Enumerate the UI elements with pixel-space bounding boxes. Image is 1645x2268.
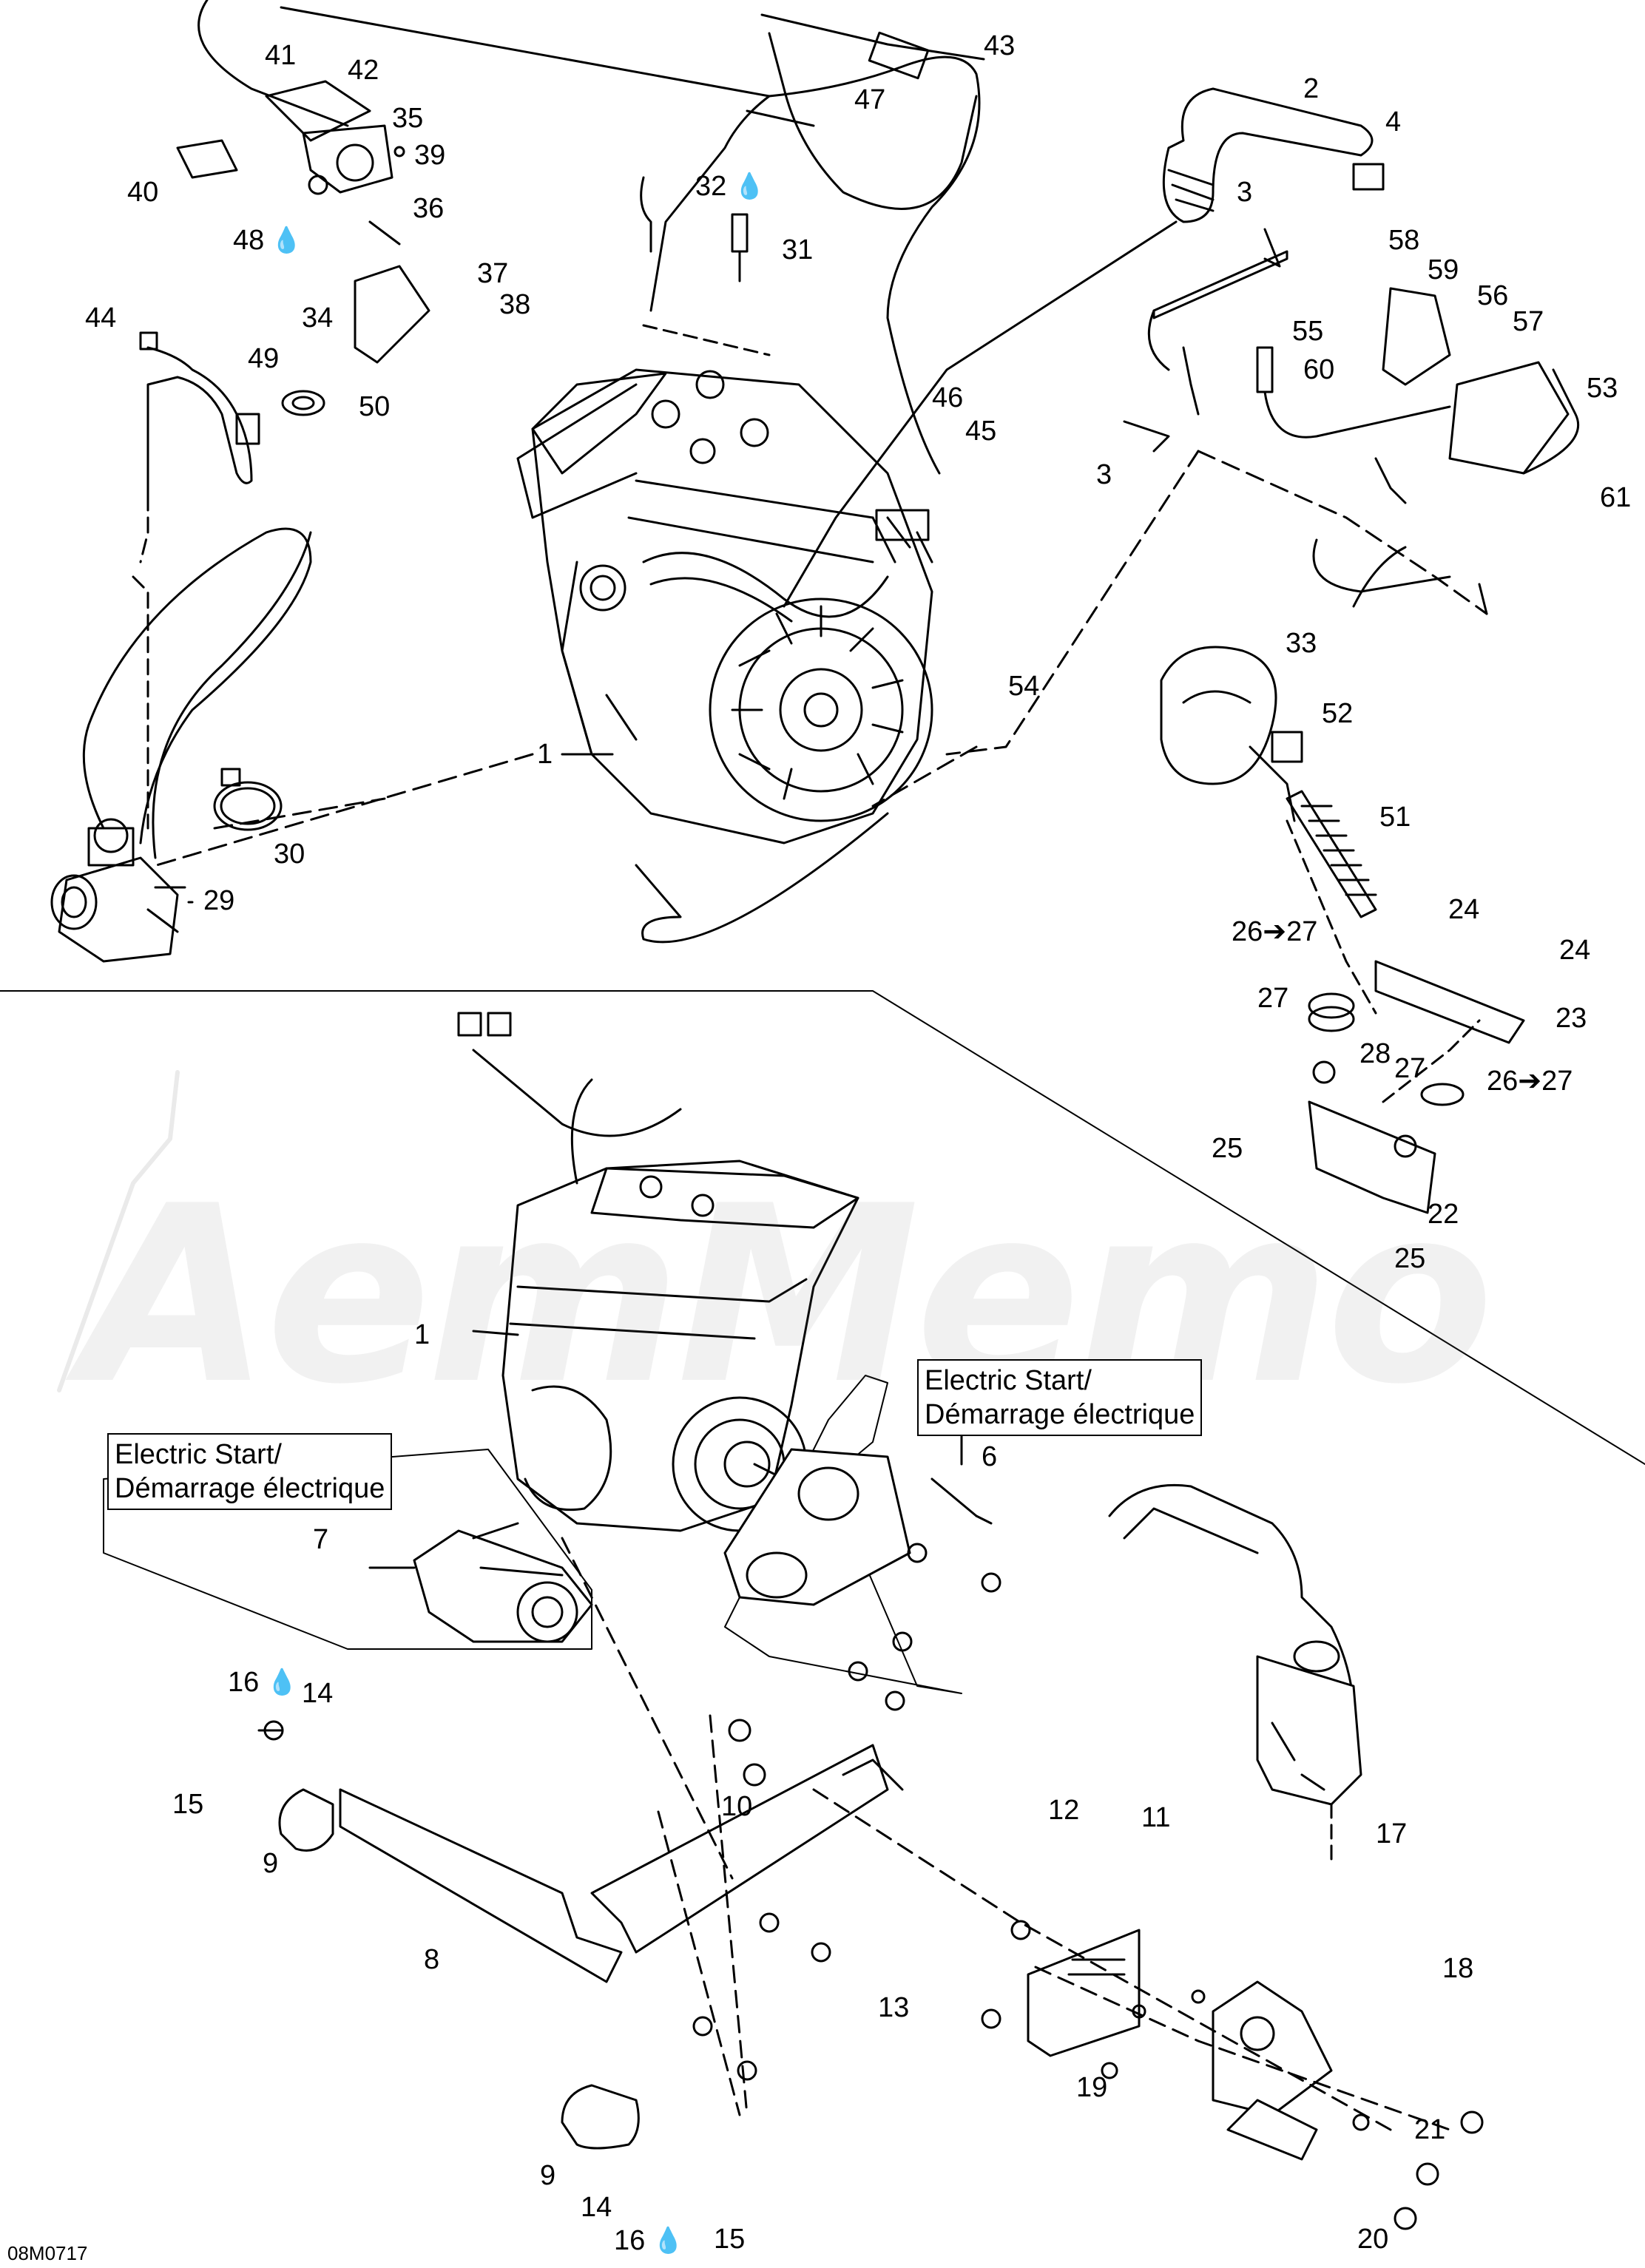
electric-start-left-line1: Electric Start/ — [115, 1439, 282, 1470]
electric-starter-left — [103, 1449, 593, 1650]
callout-55: 55 — [1292, 316, 1324, 347]
electric-start-note-right: Electric Start/ Démarrage électrique — [917, 1359, 1203, 1436]
callout-47: 47 — [854, 84, 886, 115]
callout-40: 40 — [127, 177, 159, 208]
callout-57: 57 — [1513, 306, 1544, 337]
callout-18: 18 — [1442, 1953, 1474, 1984]
callout-25b: 25 — [1394, 1243, 1426, 1274]
callout-51: 51 — [1379, 802, 1411, 833]
document-code: 08M0717 — [7, 2242, 88, 2264]
callout-11: 11 — [1141, 1802, 1171, 1833]
hoses-right — [1123, 87, 1580, 615]
callout-33: 33 — [1286, 628, 1317, 659]
callout-14-upper: 14 — [302, 1678, 334, 1709]
callout-43: 43 — [984, 30, 1016, 61]
bracket-34-42 — [176, 80, 430, 364]
callout-49: 49 — [248, 343, 280, 374]
carburetor-upper — [50, 472, 312, 963]
callout-39: 39 — [414, 140, 446, 171]
lower-mount-assembly — [257, 1537, 1484, 2230]
callout-13: 13 — [878, 1992, 910, 2023]
callout-42: 42 — [348, 55, 379, 86]
callout-44: 44 — [85, 302, 117, 334]
callout-36: 36 — [413, 193, 445, 224]
callout-7: 7 — [313, 1524, 329, 1555]
callout-59: 59 — [1428, 254, 1459, 285]
engine-upper-drawing — [516, 368, 933, 844]
callout-54: 54 — [1008, 671, 1040, 702]
callout-27a: 27 — [1257, 983, 1289, 1014]
recoil-handle-group — [1160, 646, 1377, 1015]
callout-15-lower: 15 — [714, 2224, 746, 2255]
callout-17: 17 — [1376, 1818, 1408, 1849]
callout-12: 12 — [1048, 1795, 1080, 1826]
callout-52: 52 — [1322, 698, 1354, 729]
section-divider — [0, 990, 1645, 1465]
callout-23: 23 — [1556, 1003, 1587, 1034]
callout-3a: 3 — [1237, 177, 1253, 208]
callout-29: 29 — [203, 885, 235, 916]
callout-15-upper: 15 — [172, 1789, 204, 1820]
callout-34: 34 — [302, 302, 334, 334]
callout-24b: 24 — [1559, 935, 1591, 966]
callout-10: 10 — [721, 1791, 753, 1822]
callout-46: 46 — [932, 382, 964, 413]
callout-4: 4 — [1385, 106, 1402, 138]
electric-start-right-line1: Electric Start/ — [925, 1365, 1092, 1396]
callout-9-upper: 9 — [263, 1848, 279, 1879]
callout-26b: 26➔27 — [1487, 1066, 1573, 1097]
callout-58: 58 — [1388, 225, 1420, 256]
callout-19: 19 — [1076, 2072, 1108, 2103]
carburetor-lower — [1108, 1483, 1362, 1865]
callout-53: 53 — [1587, 373, 1618, 404]
callout-24a: 24 — [1448, 894, 1480, 925]
callout-6: 6 — [982, 1441, 998, 1472]
callout-26a: 26➔27 — [1232, 916, 1318, 947]
callout-1-lower: 1 — [414, 1319, 430, 1350]
callout-45: 45 — [965, 416, 997, 447]
callout-1-upper: 1 — [537, 739, 553, 770]
callout-14-lower: 14 — [581, 2192, 612, 2223]
lube-drop-icon-16-lower: 💧 — [652, 2227, 684, 2255]
engine-mount-bracket — [1308, 960, 1525, 1214]
electric-start-note-left: Electric Start/ Démarrage électrique — [107, 1433, 393, 1510]
callout-31: 31 — [782, 234, 814, 265]
callout-28: 28 — [1359, 1038, 1391, 1069]
lube-drop-icon-32: 💧 — [734, 172, 766, 200]
callout-48: 48 — [233, 225, 265, 256]
callout-32: 32 — [695, 171, 727, 202]
callout-37: 37 — [477, 258, 509, 289]
callout-2: 2 — [1303, 73, 1320, 104]
cover-plate-electric-start — [723, 1375, 1001, 1711]
callout-16-lower: 16 — [614, 2225, 646, 2256]
callout-60: 60 — [1303, 354, 1335, 385]
callout-22: 22 — [1428, 1199, 1459, 1230]
electric-start-left-line2: Démarrage électrique — [115, 1473, 385, 1504]
lube-drop-icon-48: 💧 — [271, 226, 303, 254]
callout-8: 8 — [424, 1944, 440, 1975]
callout-25a: 25 — [1212, 1133, 1243, 1164]
callout-56: 56 — [1477, 280, 1509, 311]
engine-lower-drawing — [457, 1012, 859, 1532]
callout-38: 38 — [499, 289, 531, 320]
callout-27b: 27 — [1394, 1053, 1426, 1084]
callout-35: 35 — [392, 103, 424, 134]
callout-50: 50 — [359, 391, 391, 422]
electric-start-right-line2: Démarrage électrique — [925, 1399, 1195, 1430]
lube-drop-icon-16-upper: 💧 — [266, 1668, 298, 1696]
callout-21: 21 — [1414, 2114, 1446, 2145]
clamp-30 — [213, 768, 283, 831]
callout-41: 41 — [265, 40, 297, 71]
callout-61: 61 — [1600, 482, 1632, 513]
callout-3b: 3 — [1096, 459, 1112, 490]
callout-30: 30 — [274, 839, 305, 870]
callout-9-lower: 9 — [540, 2160, 556, 2191]
callout-20: 20 — [1357, 2224, 1389, 2255]
callout-16-upper: 16 — [228, 1667, 260, 1698]
